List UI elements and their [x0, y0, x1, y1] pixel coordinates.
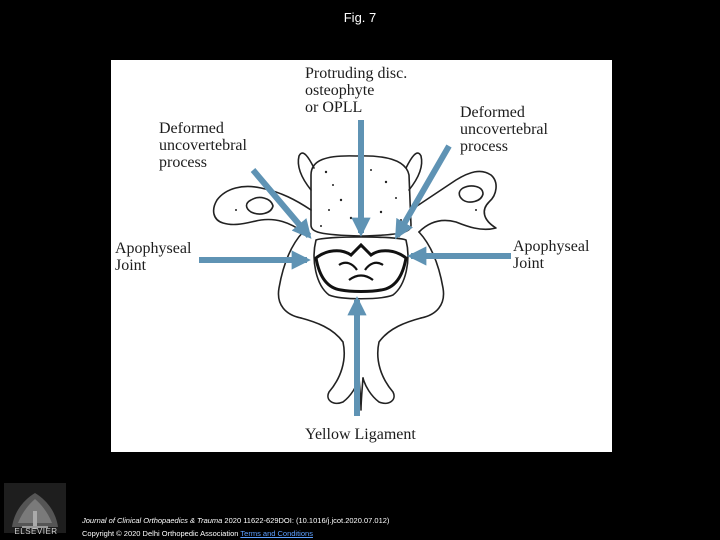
right-lateral-mass: [418, 231, 445, 319]
slide-title: Fig. 7: [343, 10, 377, 25]
elsevier-tree-logo: [4, 483, 66, 533]
citation-line: Journal of Clinical Orthopaedics & Traum…: [82, 514, 389, 527]
arrow-upper-right: [394, 144, 452, 240]
label-deformed-uncovertebral-left: Deformed uncovertebral process: [159, 120, 247, 171]
label-protruding-disc: Protruding disc. osteophyte or OPLL: [305, 65, 408, 116]
citation-doi: 2020 11622-629DOI: (10.1016/j.jcot.2020.…: [222, 516, 390, 525]
left-uncovertebral-process: [297, 152, 315, 191]
label-apophyseal-joint-left: Apophyseal Joint: [115, 240, 192, 274]
vertebra-diagram: [199, 120, 511, 416]
label-yellow-ligament: Yellow Ligament: [305, 426, 416, 443]
elsevier-wordmark: ELSEVIER: [14, 527, 58, 536]
left-foramen: [245, 196, 274, 215]
spinal-canal: [313, 236, 409, 300]
copyright-line: Copyright © 2020 Delhi Orthopedic Associ…: [82, 527, 389, 540]
right-uncovertebral-process: [405, 152, 423, 191]
figure-panel: Protruding disc. osteophyte or OPLL Defo…: [111, 60, 612, 452]
citation-footer: Journal of Clinical Orthopaedics & Traum…: [82, 514, 389, 540]
arrow-upper-left: [250, 168, 312, 239]
compressed-spinal-cord: [314, 242, 408, 293]
arrows: [199, 120, 511, 416]
right-foramen: [458, 185, 484, 203]
vertebral-body: [310, 155, 412, 237]
left-lamina: [300, 317, 360, 405]
terms-and-conditions-link[interactable]: Terms and Conditions: [240, 529, 313, 538]
texture-details: [235, 169, 477, 227]
right-transverse-process: [410, 170, 497, 233]
label-apophyseal-joint-right: Apophyseal Joint: [513, 238, 590, 272]
right-lamina: [362, 317, 422, 405]
journal-name: Journal of Clinical Orthopaedics & Traum…: [82, 516, 223, 525]
copyright-text: Copyright © 2020 Delhi Orthopedic Associ…: [82, 529, 241, 538]
left-lateral-mass: [277, 231, 304, 319]
label-deformed-uncovertebral-right: Deformed uncovertebral process: [460, 104, 548, 155]
